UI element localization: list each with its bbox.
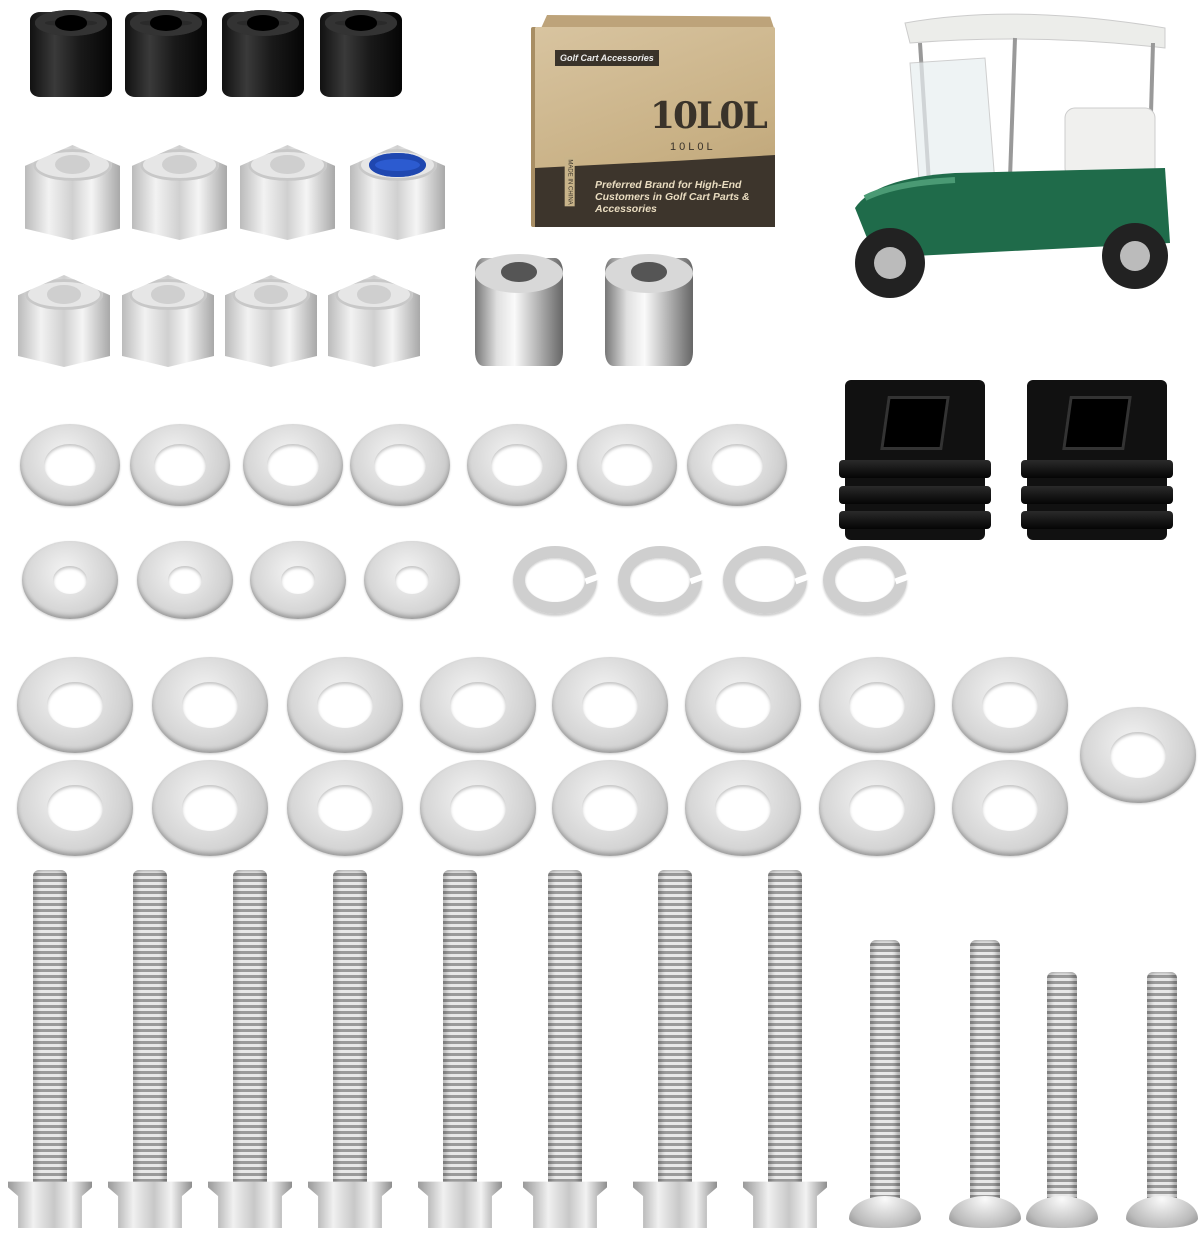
flat-washer xyxy=(552,760,668,856)
box-badge: Golf Cart Accessories xyxy=(555,50,659,66)
flat-washer xyxy=(420,760,536,856)
pan-head-bolt xyxy=(949,940,1021,1228)
flat-washer xyxy=(819,760,935,856)
cart-body xyxy=(855,168,1170,258)
hex-flange-bolt xyxy=(8,870,92,1228)
flat-washer xyxy=(350,424,450,506)
cart-seat xyxy=(1064,107,1156,179)
nylon-lock-nut xyxy=(328,275,420,367)
nylon-lock-nut xyxy=(25,145,120,240)
flat-washer xyxy=(287,657,403,753)
split-lock-washer xyxy=(618,546,702,614)
flat-washer xyxy=(577,424,677,506)
hex-flange-bolt xyxy=(523,870,607,1228)
hex-flange-bolt xyxy=(308,870,392,1228)
flat-washer xyxy=(130,424,230,506)
hex-flange-bolt xyxy=(418,870,502,1228)
pan-head-bolt xyxy=(1026,972,1098,1228)
flat-washer xyxy=(364,540,460,620)
nylon-lock-nut xyxy=(18,275,110,367)
box-brand: 10L0L xyxy=(670,141,716,153)
box-origin-label: MADE IN CHINA xyxy=(564,157,575,207)
flat-washer xyxy=(17,657,133,753)
square-tube-plug xyxy=(839,380,991,540)
box-slogan: Preferred Brand for High-End Customers i… xyxy=(595,179,750,215)
flat-washer xyxy=(22,540,118,620)
flat-washer xyxy=(952,760,1068,856)
product-box: Golf Cart Accessories 10L0L 10L0L MADE I… xyxy=(535,15,775,227)
nylon-lock-nut xyxy=(132,145,227,240)
flat-washer xyxy=(250,540,346,620)
box-logo: 10L0L xyxy=(650,95,768,137)
flat-washer xyxy=(552,657,668,753)
split-lock-washer xyxy=(513,546,597,614)
nylon-lock-nut xyxy=(122,275,214,367)
hex-flange-bolt xyxy=(633,870,717,1228)
flat-washer xyxy=(467,424,567,506)
golf-cart-illustration xyxy=(855,13,1170,298)
black-spacer xyxy=(222,10,304,97)
flat-washer xyxy=(819,657,935,753)
silver-spacer xyxy=(475,254,563,366)
flat-washer xyxy=(685,657,801,753)
flat-washer xyxy=(17,760,133,856)
split-lock-washer xyxy=(723,546,807,614)
pan-head-bolt xyxy=(1126,972,1198,1228)
flat-washer xyxy=(287,760,403,856)
square-tube-plug xyxy=(1021,380,1173,540)
flat-washer xyxy=(152,657,268,753)
flat-washer xyxy=(20,424,120,506)
flat-washer xyxy=(952,657,1068,753)
nylon-lock-nut xyxy=(240,145,335,240)
flat-washer xyxy=(152,760,268,856)
hex-flange-bolt xyxy=(108,870,192,1228)
flat-washer xyxy=(1080,707,1196,803)
black-spacer xyxy=(125,10,207,97)
nylon-lock-nut xyxy=(350,145,445,240)
nylon-lock-nut xyxy=(225,275,317,367)
cart-canopy xyxy=(904,13,1166,49)
flat-washer xyxy=(243,424,343,506)
hex-flange-bolt xyxy=(208,870,292,1228)
black-spacer xyxy=(320,10,402,97)
pan-head-bolt xyxy=(849,940,921,1228)
black-spacer xyxy=(30,10,112,97)
flat-washer xyxy=(685,760,801,856)
flat-washer xyxy=(420,657,536,753)
hex-flange-bolt xyxy=(743,870,827,1228)
flat-washer xyxy=(687,424,787,506)
split-lock-washer xyxy=(823,546,907,614)
silver-spacer xyxy=(605,254,693,366)
flat-washer xyxy=(137,540,233,620)
